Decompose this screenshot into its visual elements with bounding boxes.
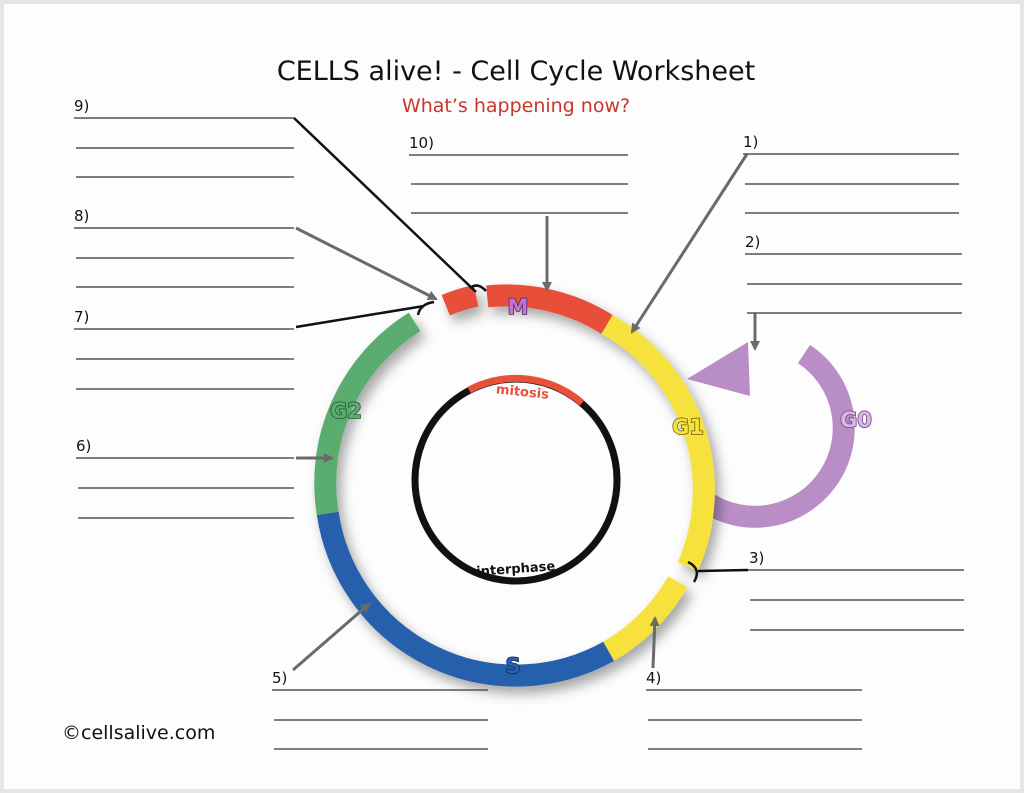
answer-block-2: 2): [745, 233, 962, 314]
pointer-9-bracket: [469, 284, 487, 292]
g0-arc: [699, 344, 855, 528]
mitosis-arc: [467, 374, 585, 406]
answer-block-6: 6): [76, 437, 294, 519]
pointer-3-line: [697, 568, 749, 573]
question-5-number: 5): [272, 669, 287, 687]
g0-loop: G0: [687, 342, 873, 528]
answer-block-10: 10): [409, 134, 628, 214]
interphase-label: interphase: [476, 559, 556, 579]
worksheet-page: CELLS alive! - Cell Cycle Worksheet What…: [4, 4, 1020, 789]
pointer-3-bracket: [687, 560, 699, 583]
question-8-number: 8): [74, 207, 89, 225]
mitosis-label: mitosis: [495, 382, 550, 402]
bracket-pointers: [293, 117, 749, 583]
answer-block-5: 5): [272, 669, 488, 750]
question-6-number: 6): [76, 437, 91, 455]
g0-label: G0: [840, 408, 872, 432]
m-phase-label: M: [508, 295, 529, 319]
question-3-number: 3): [749, 549, 764, 567]
page-subtitle: What’s happening now?: [402, 95, 630, 117]
g2-phase-label: G2: [330, 399, 362, 423]
arrow-1: [630, 153, 749, 334]
question-1-number: 1): [743, 133, 758, 151]
answer-block-4: 4): [646, 669, 862, 750]
m-phase-arc: [486, 284, 613, 334]
answer-block-9: 9): [74, 97, 294, 178]
inner-cycle-circle: mitosis interphase: [411, 374, 621, 585]
pointer-7-line: [295, 304, 425, 329]
pointer-7-bracket: [416, 300, 435, 316]
g1-phase-label: G1: [672, 415, 704, 439]
s-phase-arc: [316, 511, 614, 687]
cell-cycle-ring: [314, 284, 715, 687]
question-10-number: 10): [409, 134, 434, 152]
m-phase-small-block: [441, 285, 479, 316]
question-7-number: 7): [74, 308, 89, 326]
page-title: CELLS alive! - Cell Cycle Worksheet: [277, 56, 755, 87]
g2-phase-arc: [314, 312, 421, 516]
answer-block-3: 3): [748, 549, 964, 631]
question-4-number: 4): [646, 669, 661, 687]
arrow-4: [649, 616, 660, 669]
arrow-8: [295, 226, 438, 301]
g1-phase-arc: [601, 314, 715, 571]
s-phase-label: S: [505, 654, 520, 678]
g0-arrowhead: [687, 342, 750, 396]
answer-block-1: 1): [743, 133, 959, 214]
answer-block-8: 8): [74, 207, 294, 288]
pointer-9-line: [293, 117, 477, 293]
question-2-number: 2): [745, 233, 760, 251]
arrow-5: [292, 602, 371, 672]
pointer-arrows: [292, 153, 760, 672]
question-9-number: 9): [74, 97, 89, 115]
copyright-text: ©cellsalive.com: [62, 722, 215, 744]
g1-checkpoint-arc: [602, 576, 688, 661]
cell-cycle-diagram: CELLS alive! - Cell Cycle Worksheet What…: [62, 56, 964, 750]
interphase-circle: [411, 375, 621, 585]
answer-block-7: 7): [74, 308, 294, 390]
